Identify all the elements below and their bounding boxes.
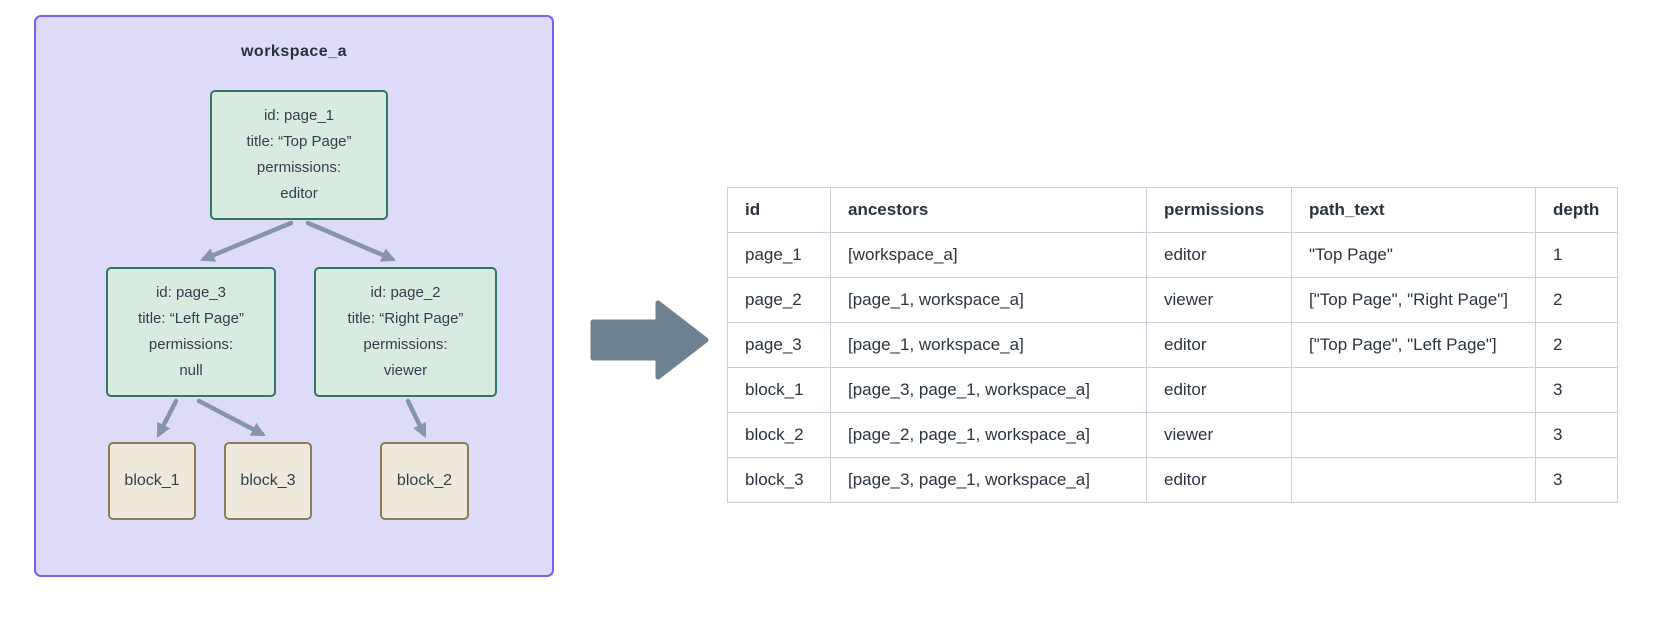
cell-permissions: editor	[1146, 367, 1292, 413]
node-block-3: block_3	[224, 442, 312, 520]
node-block-2-label: block_2	[396, 472, 453, 489]
node-page-1-permissions-label: permissions:	[256, 159, 342, 176]
node-block-1-label: block_1	[124, 472, 180, 489]
cell-depth: 3	[1535, 412, 1618, 458]
table-row: block_2 [page_2, page_1, workspace_a] vi…	[727, 412, 1618, 458]
column-header-id: id	[727, 187, 831, 233]
result-table: id ancestors permissions path_text depth…	[727, 187, 1618, 503]
table-row: page_3 [page_1, workspace_a] editor ["To…	[727, 322, 1618, 368]
cell-id: block_3	[727, 457, 831, 503]
edge-page1-page3	[200, 220, 294, 262]
cell-id: block_1	[727, 367, 831, 413]
cell-depth: 1	[1535, 232, 1618, 278]
node-page-2: id: page_2 title: “Right Page” permissio…	[314, 267, 497, 397]
node-block-2: block_2	[380, 442, 469, 520]
table-row: page_1 [workspace_a] editor "Top Page" 1	[727, 232, 1618, 278]
cell-ancestors: [page_3, page_1, workspace_a]	[830, 457, 1147, 503]
cell-path-text	[1291, 367, 1536, 413]
table-row: block_3 [page_3, page_1, workspace_a] ed…	[727, 457, 1618, 503]
node-page-2-title: title: “Right Page”	[347, 310, 464, 327]
edge-page2-block2	[405, 398, 427, 438]
cell-depth: 3	[1535, 457, 1618, 503]
cell-path-text: ["Top Page", "Right Page"]	[1291, 277, 1536, 323]
table-header-row: id ancestors permissions path_text depth	[727, 187, 1618, 233]
cell-ancestors: [page_1, workspace_a]	[830, 322, 1147, 368]
node-page-2-id: id: page_2	[370, 284, 441, 301]
cell-depth: 2	[1535, 322, 1618, 368]
cell-permissions: viewer	[1146, 277, 1292, 323]
cell-id: page_3	[727, 322, 831, 368]
cell-id: block_2	[727, 412, 831, 458]
workspace-container: workspace_a id: page_1 title: “Top Page”…	[34, 15, 554, 577]
node-block-3-label: block_3	[240, 472, 296, 489]
cell-depth: 3	[1535, 367, 1618, 413]
edge-page3-block3	[196, 398, 266, 437]
cell-permissions: editor	[1146, 457, 1292, 503]
cell-depth: 2	[1535, 277, 1618, 323]
cell-id: page_2	[727, 277, 831, 323]
cell-ancestors: [page_1, workspace_a]	[830, 277, 1147, 323]
node-page-1: id: page_1 title: “Top Page” permissions…	[210, 90, 388, 220]
node-page-3-title: title: “Left Page”	[138, 310, 244, 327]
cell-path-text: "Top Page"	[1291, 232, 1536, 278]
cell-ancestors: [workspace_a]	[830, 232, 1147, 278]
column-header-depth: depth	[1535, 187, 1618, 233]
workspace-title: workspace_a	[240, 43, 347, 60]
edge-page3-block1	[156, 398, 179, 438]
cell-id: page_1	[727, 232, 831, 278]
column-header-ancestors: ancestors	[830, 187, 1147, 233]
column-header-path-text: path_text	[1291, 187, 1536, 233]
node-page-2-permissions-label: permissions:	[363, 336, 448, 353]
cell-path-text	[1291, 457, 1536, 503]
cell-path-text: ["Top Page", "Left Page"]	[1291, 322, 1536, 368]
node-page-1-permissions-value: editor	[280, 185, 318, 202]
cell-permissions: editor	[1146, 322, 1292, 368]
cell-ancestors: [page_2, page_1, workspace_a]	[830, 412, 1147, 458]
table-row: page_2 [page_1, workspace_a] viewer ["To…	[727, 277, 1618, 323]
node-page-3: id: page_3 title: “Left Page” permission…	[106, 267, 276, 397]
node-page-2-permissions-value: viewer	[383, 362, 428, 379]
transform-arrow-icon	[590, 300, 709, 380]
node-page-3-permissions-label: permissions:	[148, 336, 234, 353]
cell-ancestors: [page_3, page_1, workspace_a]	[830, 367, 1147, 413]
cell-permissions: editor	[1146, 232, 1292, 278]
node-page-3-permissions-value: null	[179, 362, 203, 379]
node-page-1-title: title: “Top Page”	[246, 133, 352, 150]
column-header-permissions: permissions	[1146, 187, 1292, 233]
node-block-1: block_1	[108, 442, 196, 520]
cell-permissions: viewer	[1146, 412, 1292, 458]
edge-page1-page2	[305, 220, 396, 262]
node-page-1-id: id: page_1	[263, 107, 335, 124]
cell-path-text	[1291, 412, 1536, 458]
node-page-3-id: id: page_3	[155, 284, 227, 301]
table-row: block_1 [page_3, page_1, workspace_a] ed…	[727, 367, 1618, 413]
